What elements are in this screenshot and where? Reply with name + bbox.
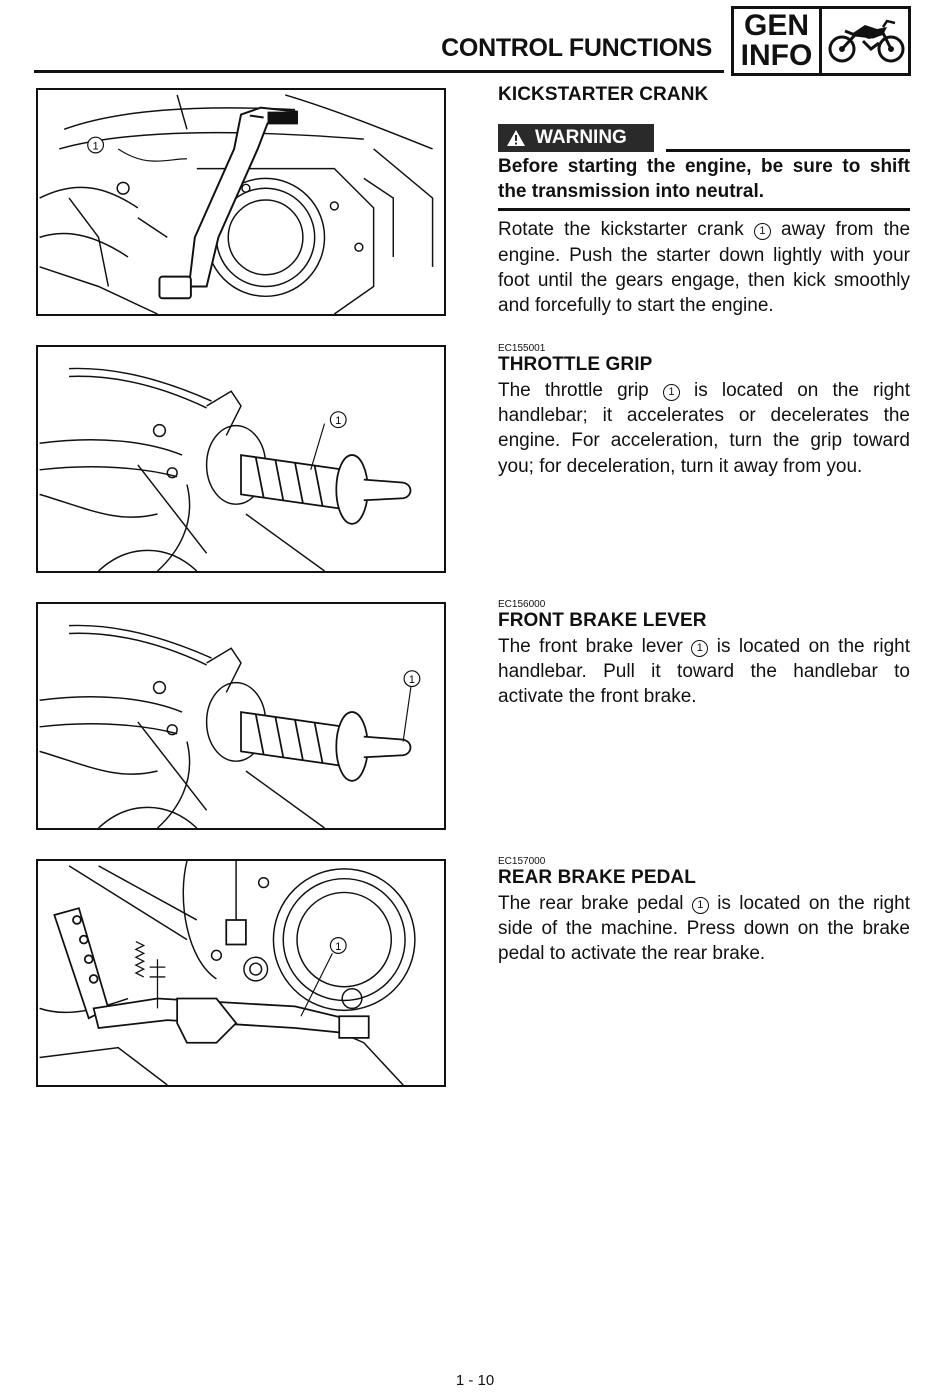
warning-text: Before starting the engine, be sure to s… bbox=[498, 154, 910, 212]
section-code: EC157000 bbox=[498, 856, 546, 867]
section-body: Rotate the kickstarter crank 1 away from… bbox=[498, 217, 910, 318]
figure-callout: 1 bbox=[335, 941, 341, 953]
warning-header: WARNING bbox=[498, 124, 910, 154]
callout-number: 1 bbox=[691, 897, 709, 914]
page-number: 1 - 10 bbox=[455, 1372, 495, 1389]
section-badge-label: GEN INFO bbox=[734, 9, 822, 73]
throttle-grip-section: EC155001 THROTTLE GRIP The throttle grip… bbox=[498, 343, 910, 479]
front-brake-lever-figure: 1 bbox=[36, 602, 446, 830]
motorcycle-icon bbox=[828, 19, 905, 63]
section-title: KICKSTARTER CRANK bbox=[498, 84, 709, 105]
section-title: REAR BRAKE PEDAL bbox=[498, 867, 696, 888]
kickstarter-crank-illustration: 1 bbox=[39, 94, 434, 314]
rear-brake-pedal-figure: 1 bbox=[36, 859, 446, 1087]
body-text-end: is located on the right side of the mach… bbox=[498, 893, 910, 965]
section-title: FRONT BRAKE LEVER bbox=[498, 610, 707, 631]
section-body: The throttle grip 1 is located on the ri… bbox=[498, 378, 910, 479]
figure-callout: 1 bbox=[93, 140, 99, 152]
callout-number: 1 bbox=[662, 384, 680, 401]
front-brake-lever-illustration: 1 bbox=[39, 624, 421, 828]
body-text-start: The rear brake pedal bbox=[498, 893, 684, 914]
section-code: EC155001 bbox=[498, 343, 546, 354]
header-rule bbox=[34, 70, 724, 73]
section-title: THROTTLE GRIP bbox=[498, 354, 653, 375]
body-text-start: The front brake lever bbox=[498, 636, 683, 657]
throttle-grip-figure: 1 bbox=[36, 345, 446, 573]
rear-brake-pedal-illustration: 1 bbox=[39, 861, 416, 1085]
badge-line-2: INFO bbox=[740, 39, 813, 72]
body-text-end: is located on the right handlebar; it ac… bbox=[498, 380, 910, 477]
page-title: CONTROL FUNCTIONS bbox=[441, 34, 712, 62]
section-body: The rear brake pedal 1 is located on the… bbox=[498, 891, 910, 967]
warning-label: WARNING bbox=[535, 127, 627, 148]
kickstarter-crank-figure: 1 bbox=[36, 88, 446, 316]
warning-badge: WARNING bbox=[498, 124, 654, 152]
body-text-end: is located on the right handlebar. Pull … bbox=[498, 636, 910, 708]
throttle-grip-illustration: 1 bbox=[39, 367, 412, 571]
rear-brake-pedal-section: EC157000 REAR BRAKE PEDAL The rear brake… bbox=[498, 856, 910, 967]
badge-line-1: GEN bbox=[743, 9, 809, 42]
callout-number: 1 bbox=[753, 223, 771, 241]
callout-number: 1 bbox=[691, 640, 709, 657]
body-text-end: away from the engine. Push the starter d… bbox=[498, 219, 911, 317]
warning-rule bbox=[666, 149, 910, 152]
figure-callout: 1 bbox=[409, 674, 415, 686]
front-brake-lever-section: EC156000 FRONT BRAKE LEVER The front bra… bbox=[498, 599, 910, 710]
body-text-start: Rotate the kickstarter crank bbox=[498, 219, 744, 241]
warning-triangle-icon bbox=[507, 130, 525, 146]
section-badge: GEN INFO bbox=[731, 6, 911, 76]
kickstarter-crank-section: KICKSTARTER CRANK WARNING Before startin… bbox=[498, 84, 910, 318]
figure-callout: 1 bbox=[335, 415, 341, 427]
section-code: EC156000 bbox=[498, 599, 546, 610]
section-body: The front brake lever 1 is located on th… bbox=[498, 634, 910, 710]
body-text-start: The throttle grip bbox=[498, 380, 649, 401]
